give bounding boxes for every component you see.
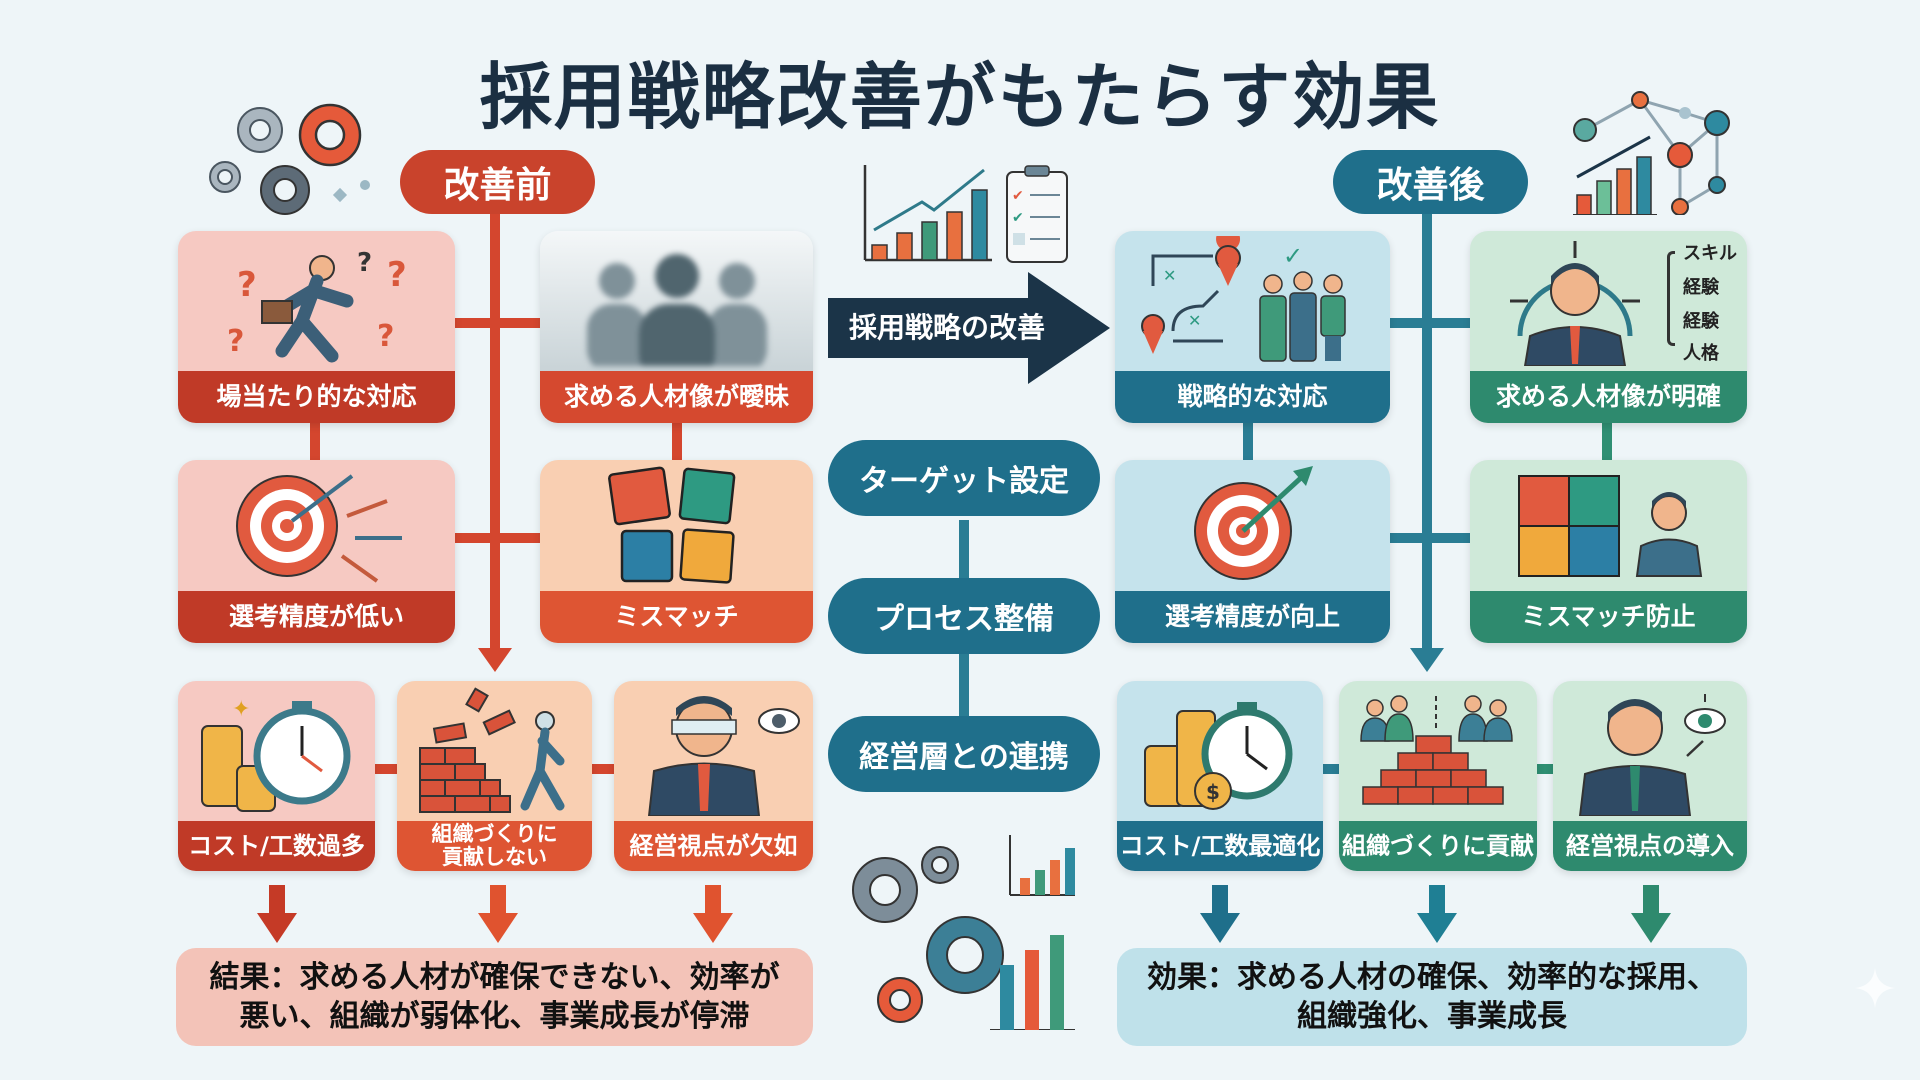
businessman-eye-icon: [1553, 681, 1747, 821]
attribute-personality: 人格: [1683, 343, 1719, 364]
before-branch-line-2: [455, 533, 540, 543]
svg-text:✔: ✔: [1012, 210, 1024, 226]
growth-chart-clipboard-icon: ✔ ✔: [863, 165, 1068, 263]
sparkle-watermark-icon: [1855, 968, 1895, 1008]
card-label: 求める人材像が明確: [1470, 371, 1747, 423]
card-label: 経営視点の導入: [1553, 821, 1747, 871]
svg-text:?: ?: [227, 324, 244, 359]
before-card-mismatch: ミスマッチ: [540, 460, 813, 643]
after-card-mgmt-view: 経営視点の導入: [1553, 681, 1747, 871]
after-row3-link-1: [1323, 764, 1339, 774]
after-down-arrow-icon: [1631, 885, 1671, 943]
after-card-cost-optimized: $ コスト/工数最適化: [1117, 681, 1323, 871]
strategy-map-team-icon: ✕ ✕ ✓: [1115, 231, 1390, 371]
after-card-mismatch-prevention: ミスマッチ防止: [1470, 460, 1747, 643]
before-row3-link-2: [592, 764, 614, 774]
after-result-box: 効果：求める人材の確保、効率的な採用、 組織強化、事業成長: [1117, 948, 1747, 1046]
card-label: 組織づくりに 貢献しない: [397, 821, 592, 871]
before-vert-line-right: [672, 423, 682, 463]
after-branch-line-1: [1390, 318, 1470, 328]
card-label: 求める人材像が曖昧: [540, 371, 813, 423]
attribute-experience-2: 経験: [1683, 311, 1719, 332]
before-result-box: 結果：求める人材が確保できない、効率が 悪い、組織が弱体化、事業成長が停滞: [176, 948, 813, 1046]
svg-text:?: ?: [387, 255, 407, 295]
card-label: 場当たり的な対応: [178, 371, 455, 423]
svg-text:✕: ✕: [1163, 266, 1176, 285]
gears-decoration-icon: [209, 103, 370, 215]
after-vert-line-left: [1243, 423, 1253, 463]
attribute-bracket: [1667, 251, 1675, 346]
persona-attributes-list: スキル 経験 経験 人格: [1667, 239, 1737, 364]
after-card-strategic: ✕ ✕ ✓ 戦略的な対応: [1115, 231, 1390, 423]
attribute-experience: 経験: [1683, 277, 1719, 298]
svg-text:✓: ✓: [1283, 242, 1303, 270]
before-down-arrow-icon: [478, 885, 518, 943]
after-branch-line-2: [1390, 533, 1470, 543]
blindfolded-businessman-icon: [614, 681, 813, 821]
attribute-skill: スキル: [1683, 243, 1737, 264]
card-label: 選考精度が低い: [178, 591, 455, 643]
missed-darts-target-icon: [178, 460, 455, 591]
gears-growth-decoration-icon: [852, 835, 1075, 1030]
after-row3-link-2: [1537, 764, 1553, 774]
before-branch-line-1: [455, 318, 540, 328]
improvement-arrow-icon: [828, 272, 1110, 384]
card-label: ミスマッチ防止: [1470, 591, 1747, 643]
after-trunk-line: [1422, 214, 1432, 654]
before-card-low-accuracy: 選考精度が低い: [178, 460, 455, 643]
before-card-org: 組織づくりに 貢献しない: [397, 681, 592, 871]
after-header-pill: 改善後: [1333, 150, 1528, 214]
targeted-candidate-icon: [1470, 231, 1747, 371]
confused-running-businessman-icon: ? ? ? ? ?: [178, 231, 455, 371]
team-brick-pyramid-icon: [1339, 681, 1537, 821]
before-vert-line-left: [310, 423, 320, 463]
before-header-pill: 改善前: [400, 150, 595, 214]
before-card-cost: ✦ コスト/工数過多: [178, 681, 375, 871]
card-label: コスト/工数最適化: [1117, 821, 1323, 871]
after-card-high-accuracy: 選考精度が向上: [1115, 460, 1390, 643]
before-card-no-mgmt-view: 経営視点が欠如: [614, 681, 813, 871]
after-down-arrow-icon: [1417, 885, 1457, 943]
card-label: 選考精度が向上: [1115, 591, 1390, 643]
svg-text:✦: ✦: [232, 697, 250, 722]
svg-text:?: ?: [237, 265, 257, 305]
crumbling-brick-wall-icon: [397, 681, 592, 821]
growth-network-decoration-icon: [1573, 91, 1730, 215]
after-card-org-contribution: 組織づくりに貢献: [1339, 681, 1537, 871]
before-trunk-arrowhead-icon: [478, 648, 512, 672]
fitted-puzzle-person-icon: [1470, 460, 1747, 591]
step-management-alignment: 経営層との連携: [828, 716, 1100, 792]
coins-dollar-stopwatch-icon: $: [1117, 681, 1323, 821]
before-card-vague-persona: 求める人材像が曖昧: [540, 231, 813, 423]
coins-stopwatch-icon: ✦: [178, 681, 375, 821]
before-trunk-line: [490, 214, 500, 654]
before-row3-link-1: [375, 764, 397, 774]
step-process-setup: プロセス整備: [828, 578, 1100, 654]
before-card-ad-hoc: ? ? ? ? ? 場当たり的な対応: [178, 231, 455, 423]
after-down-arrow-icon: [1200, 885, 1240, 943]
mismatched-puzzle-icon: [540, 460, 813, 591]
svg-text:✔: ✔: [1012, 188, 1024, 204]
card-label: 組織づくりに貢献: [1339, 821, 1537, 871]
card-label: 経営視点が欠如: [614, 821, 813, 871]
card-label: 戦略的な対応: [1115, 371, 1390, 423]
card-label: ミスマッチ: [540, 591, 813, 643]
svg-text:✕: ✕: [1188, 311, 1201, 330]
blurry-silhouettes-icon: [540, 231, 813, 371]
svg-text:$: $: [1206, 780, 1220, 804]
after-card-clear-persona: スキル 経験 経験 人格 求める人材像が明確: [1470, 231, 1747, 423]
svg-text:?: ?: [357, 248, 372, 278]
improvement-arrow-label: 採用戦略の改善: [848, 311, 1045, 344]
bullseye-dart-icon: [1115, 460, 1390, 591]
step-target-setting: ターゲット設定: [828, 440, 1100, 516]
after-trunk-arrowhead-icon: [1410, 648, 1444, 672]
after-vert-line-right: [1602, 423, 1612, 463]
before-down-arrow-icon: [257, 885, 297, 943]
card-label: コスト/工数過多: [178, 821, 375, 871]
before-down-arrow-icon: [693, 885, 733, 943]
page-title: 採用戦略改善がもたらす効果: [479, 55, 1441, 139]
svg-text:?: ?: [377, 319, 394, 354]
